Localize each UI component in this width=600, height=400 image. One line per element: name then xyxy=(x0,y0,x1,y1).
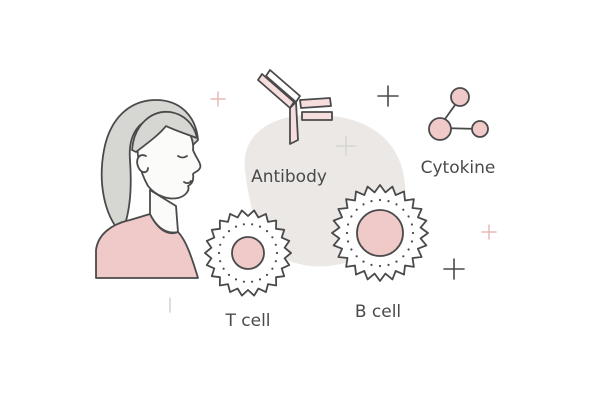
ear xyxy=(136,154,149,174)
membrane-dot xyxy=(410,240,413,243)
membrane-dot xyxy=(355,208,358,211)
membrane-dot xyxy=(387,263,390,266)
membrane-dot xyxy=(410,223,413,226)
membrane-dot xyxy=(234,278,238,281)
sparkle-icon xyxy=(481,224,497,240)
cytokine-icon xyxy=(428,87,489,141)
b-cell-dots xyxy=(345,198,415,268)
membrane-dot xyxy=(242,280,245,283)
membrane-dot xyxy=(395,203,398,206)
membrane-dot xyxy=(387,200,390,203)
membrane-dot xyxy=(350,248,353,251)
membrane-dot xyxy=(271,267,274,270)
hair xyxy=(100,99,199,233)
membrane-dot xyxy=(219,260,222,263)
membrane-dot xyxy=(378,198,382,202)
membrane-dot xyxy=(350,215,353,218)
membrane-dot xyxy=(227,273,231,276)
membrane-dot xyxy=(251,280,254,283)
eye xyxy=(177,155,188,159)
membrane-dot xyxy=(271,236,274,239)
membrane-dot xyxy=(265,273,269,276)
membrane-dot xyxy=(222,267,225,270)
membrane-dot xyxy=(274,260,277,263)
membrane-dot xyxy=(251,223,254,226)
sparkle-icon xyxy=(336,136,356,156)
b-cell-icon xyxy=(331,184,429,282)
membrane-dot xyxy=(345,231,349,235)
sparkle-icon xyxy=(377,85,399,107)
t-cell-nucleus xyxy=(231,236,265,270)
membrane-dot xyxy=(370,200,373,203)
neck xyxy=(149,189,179,234)
membrane-dot xyxy=(411,231,415,235)
membrane-dot xyxy=(217,251,221,255)
membrane-dot xyxy=(258,225,262,228)
membrane-dot xyxy=(407,215,410,218)
shirt xyxy=(95,213,199,279)
mouth xyxy=(183,180,192,184)
membrane-dot xyxy=(402,208,405,211)
b-cell-label: B cell xyxy=(355,302,401,322)
membrane-dot xyxy=(275,251,279,255)
antibody-icon xyxy=(257,69,333,145)
membrane-dot xyxy=(378,264,382,268)
t-cell-icon xyxy=(204,209,292,297)
membrane-dot xyxy=(227,230,231,233)
membrane-dot xyxy=(222,236,225,239)
membrane-dot xyxy=(265,230,269,233)
membrane-dot xyxy=(370,263,373,266)
membrane-dot xyxy=(219,243,222,246)
cytokine-label: Cytokine xyxy=(421,158,496,178)
membrane-dot xyxy=(347,240,350,243)
membrane-dot xyxy=(407,248,410,251)
person-icon xyxy=(95,99,202,279)
t-cell-label: T cell xyxy=(224,311,270,331)
membrane-dot xyxy=(402,255,405,258)
membrane-dot xyxy=(347,223,350,226)
membrane-dot xyxy=(242,223,245,226)
membrane-dot xyxy=(355,255,358,258)
membrane-dot xyxy=(274,243,277,246)
membrane-dot xyxy=(258,278,262,281)
b-cell-nucleus xyxy=(356,209,404,257)
membrane-dot xyxy=(234,225,238,228)
antibody-label: Antibody xyxy=(251,167,327,187)
membrane-dot xyxy=(395,260,398,263)
hair-fringe xyxy=(131,111,198,153)
membrane-dot xyxy=(362,260,365,263)
t-cell-dots xyxy=(217,223,279,283)
membrane-dot xyxy=(362,203,365,206)
sparkle-icon xyxy=(210,91,226,107)
sparkle-icon xyxy=(443,258,465,280)
